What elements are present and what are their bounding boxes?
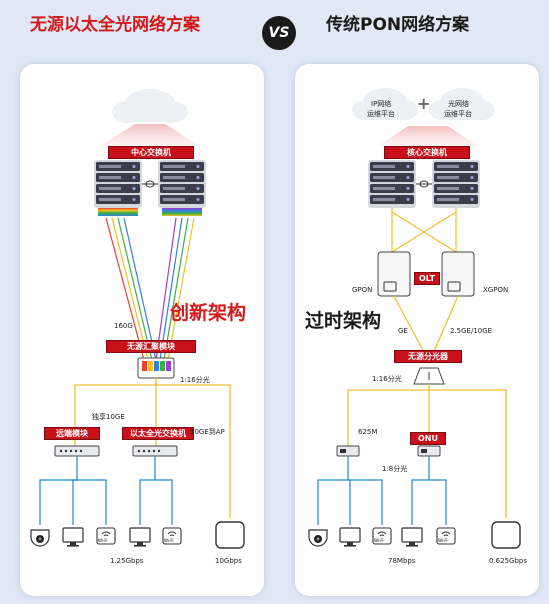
- eth-switch-label: 以太全光交换机: [122, 427, 194, 440]
- wifi-text-right-2: Wi-Fi: [438, 538, 448, 543]
- xgpon-label: XGPON: [483, 286, 509, 294]
- olt-to-splitter: [393, 295, 459, 357]
- outdated-label: 过时架构: [305, 310, 382, 332]
- ap-0625g-icon: [491, 521, 521, 549]
- uplink-beam-right: [378, 126, 478, 146]
- optical-cloud-icon: [429, 88, 495, 120]
- computer-icon: [339, 527, 361, 548]
- innovation-label: 创新架构: [170, 302, 247, 324]
- splitter-label: 无源分光器: [394, 350, 462, 363]
- fiber-bundle-left: [105, 217, 195, 361]
- camera-icon: [308, 529, 328, 547]
- cloud-icon: [112, 89, 188, 123]
- wifi-text-left-1: Wi-Fi: [98, 538, 108, 543]
- agg-module-device: [137, 357, 175, 379]
- core-switch-stack-right: [368, 160, 480, 208]
- wifi-text-left-2: Wi-Fi: [164, 538, 174, 543]
- speed-high-label: 10Gbps: [215, 557, 242, 565]
- olt-label: OLT: [414, 272, 440, 285]
- splitter-device: [413, 367, 445, 385]
- eth-switch-device: [132, 445, 178, 457]
- speed-low-label: 1.25Gbps: [110, 557, 144, 565]
- agg-module-label: 无源汇聚模块: [106, 340, 196, 353]
- opt-cloud-line1: 光网络: [448, 100, 469, 108]
- to-ap-label: 10GE到AP: [190, 428, 225, 436]
- uplinks-olt: [391, 208, 457, 253]
- computer-icon: [62, 527, 84, 548]
- remote-module-device: [54, 445, 100, 457]
- onu-device-left: [336, 445, 360, 457]
- ap-10g-icon: [215, 521, 245, 549]
- ethernet-cables-left: [39, 456, 173, 525]
- ethernet-cables-right: [317, 456, 447, 525]
- computer-icon: [401, 527, 423, 548]
- vs-badge: VS: [262, 16, 296, 50]
- ip-cloud-line1: IP网络: [371, 100, 392, 108]
- right-title: 传统PON网络方案: [326, 15, 470, 35]
- split-8-label: 1:8分光: [382, 465, 408, 473]
- computer-icon: [129, 527, 151, 548]
- split-16-label: 1:16分光: [372, 375, 402, 383]
- olt-device-right: [441, 251, 475, 297]
- gpon-label: GPON: [352, 286, 373, 294]
- exclusive-label: 独享10GE: [92, 413, 125, 421]
- ip-cloud-icon: [352, 88, 418, 120]
- onu-label: ONU: [410, 432, 446, 445]
- opt-cloud-line2: 运维平台: [444, 110, 472, 118]
- ge-label: GE: [398, 327, 408, 335]
- core-switch-stack-left: [94, 160, 206, 216]
- onu-device-right: [417, 445, 441, 457]
- core-switch-right-label: 核心交换机: [384, 146, 470, 159]
- ip-cloud-line2: 运维平台: [367, 110, 395, 118]
- split-ratio-label: 1:16分光: [180, 376, 210, 384]
- m625-label: 625M: [358, 428, 378, 436]
- left-title: 无源以太全光网络方案: [30, 15, 200, 35]
- uplink-beam: [100, 124, 200, 146]
- speed-78-label: 78Mbps: [388, 557, 416, 565]
- plus-sign: +: [417, 94, 431, 113]
- speed-0625-label: 0.625Gbps: [489, 557, 527, 565]
- ge-mix-label: 2.5GE/10GE: [450, 327, 493, 335]
- core-switch-label: 中心交换机: [108, 146, 194, 159]
- remote-module-label: 远端模块: [44, 427, 100, 440]
- wifi-text-right-1: Wi-Fi: [374, 538, 384, 543]
- camera-icon: [30, 529, 50, 547]
- link-160g-label: 160G: [114, 322, 133, 330]
- olt-device-left: [377, 251, 411, 297]
